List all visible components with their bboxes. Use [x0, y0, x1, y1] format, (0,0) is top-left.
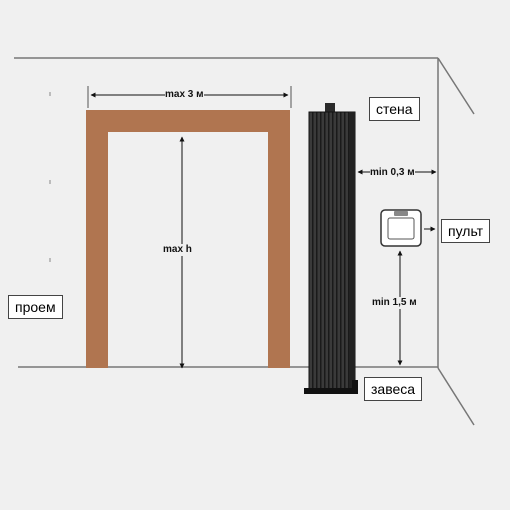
remote-control-icon [380, 209, 422, 247]
curtain-label: завеса [364, 377, 423, 401]
wall-label: стена [369, 97, 420, 121]
min-wall-gap-label: min 0,3 м [370, 167, 415, 179]
door-frame [86, 110, 290, 368]
remote-label: пульт [441, 219, 491, 243]
ceiling-corner-line [437, 57, 475, 115]
max-height-label: max h [163, 244, 192, 256]
floor-corner-line [437, 367, 475, 426]
opening-label: проем [8, 295, 63, 319]
room-outline [14, 57, 475, 426]
min-remote-height-label: min 1,5 м [372, 297, 417, 309]
max-width-label: max 3 м [165, 89, 204, 101]
air-curtain-unit [304, 103, 358, 394]
